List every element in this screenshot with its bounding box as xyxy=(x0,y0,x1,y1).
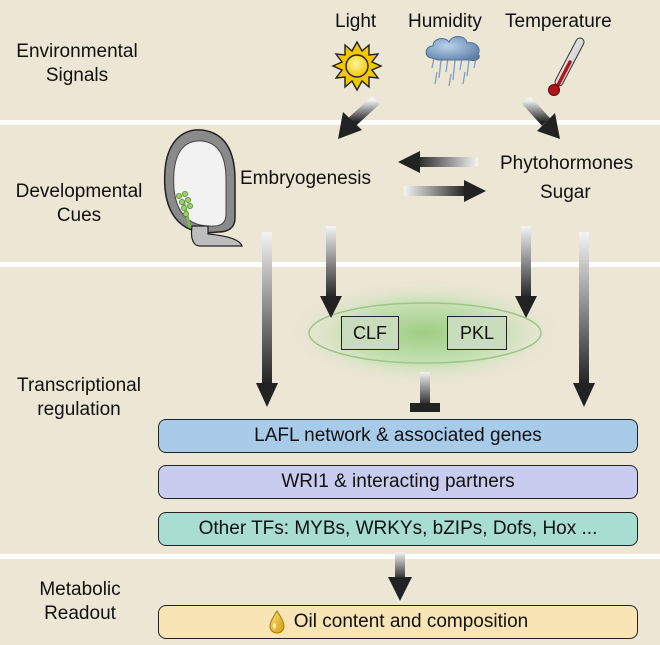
rain-cloud-icon xyxy=(425,36,480,87)
signal-humidity: Humidity xyxy=(408,11,482,32)
arrow-seed-to-lafl xyxy=(256,232,278,407)
chromatin-regulator-glow xyxy=(285,278,565,388)
oil-content-bar: Oil content and composition xyxy=(158,605,638,639)
seed-icon xyxy=(163,129,243,247)
clf-box: CLF xyxy=(341,316,399,350)
pkl-box: PKL xyxy=(447,316,507,350)
thermometer-icon xyxy=(548,37,585,96)
lafl-network-bar: LAFL network & associated genes xyxy=(158,419,638,453)
band-environmental xyxy=(0,0,660,120)
row-label-developmental: Developmental Cues xyxy=(15,181,143,226)
arrow-light-to-embryogenesis xyxy=(338,95,380,139)
wri1-bar: WRI1 & interacting partners xyxy=(158,465,638,499)
row-label-transcriptional: Transcriptional regulation xyxy=(17,375,141,420)
oil-content-label: Oil content and composition xyxy=(293,611,529,632)
arrow-embryogenesis-to-phytohormones xyxy=(404,180,486,202)
arrow-phytohormones-to-pkl xyxy=(515,226,537,318)
oil-drop-icon xyxy=(269,610,285,634)
signal-temperature: Temperature xyxy=(505,11,612,32)
arrow-sugar-to-lafl xyxy=(573,232,595,407)
arrow-embryogenesis-to-clf xyxy=(320,226,342,318)
cue-embryogenesis: Embryogenesis xyxy=(240,168,371,189)
sun-icon xyxy=(331,40,383,92)
signal-light: Light xyxy=(335,11,377,32)
repression-clf-pkl-to-lafl xyxy=(410,372,440,412)
chromatin-regulator-ellipse xyxy=(308,302,542,364)
other-tfs-bar: Other TFs: MYBs, WRKYs, bZIPs, Dofs, Hox… xyxy=(158,512,638,546)
row-label-environmental: Environmental Signals xyxy=(16,41,138,86)
arrow-phytohormones-to-embryogenesis xyxy=(398,151,478,173)
cue-sugar: Sugar xyxy=(540,182,591,203)
arrow-tfs-to-oil xyxy=(388,552,412,601)
row-label-metabolic: Metabolic Readout xyxy=(39,579,121,624)
cue-phytohormones: Phytohormones xyxy=(500,153,634,174)
arrow-temperature-to-phytohormones xyxy=(521,96,560,139)
